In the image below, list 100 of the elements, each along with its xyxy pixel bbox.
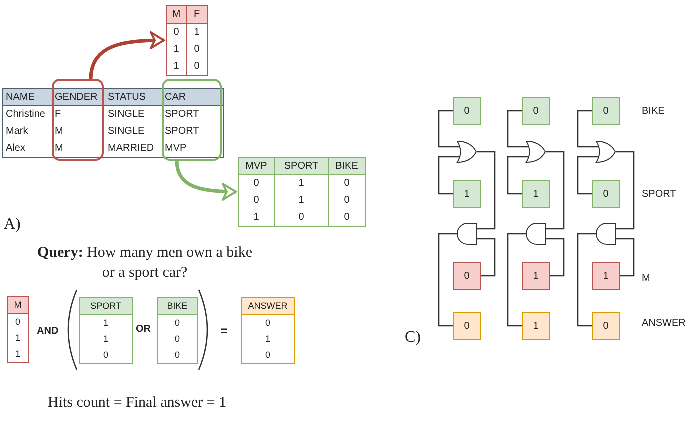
wire xyxy=(507,110,529,148)
row-label: BIKE xyxy=(642,106,665,117)
value-box: 0 xyxy=(453,262,481,290)
table-cell: 1 xyxy=(167,41,187,58)
value-box: 0 xyxy=(453,97,481,125)
table-cell-text: 1 xyxy=(14,348,22,361)
wire xyxy=(577,110,599,148)
value-box: 0 xyxy=(592,97,620,125)
table-cell-text: 0 xyxy=(174,333,181,346)
data-table xyxy=(241,297,295,364)
data-table xyxy=(79,297,133,364)
and-gate-symbol xyxy=(457,223,477,245)
header-cell: BIKE xyxy=(329,158,365,175)
table-cell-text: 1 xyxy=(102,333,110,346)
header-cell: M xyxy=(8,297,28,314)
and-gate-symbol xyxy=(526,223,546,245)
wire xyxy=(477,151,496,230)
table-cell: 1 xyxy=(275,192,329,209)
wire xyxy=(616,238,635,277)
query-text: Query: How many men own a bike or a sport car? xyxy=(36,244,254,282)
column-cell-text: M xyxy=(54,124,64,138)
header-cell: SPORT xyxy=(80,298,132,315)
data-table xyxy=(157,297,198,364)
wire xyxy=(507,233,526,327)
table-cell-text: 0 xyxy=(264,349,272,362)
value-box: 1 xyxy=(453,180,481,208)
wire xyxy=(507,156,529,195)
or-gate-symbol xyxy=(596,141,616,163)
table-cell: 0 xyxy=(239,175,275,192)
table-cell-text: 1 xyxy=(264,333,272,346)
table-cell-text: SINGLE xyxy=(107,125,146,139)
wire xyxy=(438,233,457,327)
table-cell: 1 xyxy=(275,175,329,192)
operator-label: = xyxy=(221,324,228,338)
header-cell: M xyxy=(167,6,187,24)
row-label: SPORT xyxy=(642,189,676,200)
table-cell-text: 0 xyxy=(14,316,22,329)
value-box: 0 xyxy=(522,97,550,125)
table-cell-text: Mark xyxy=(5,125,30,139)
column-cell-text: M xyxy=(54,142,64,156)
wire xyxy=(477,238,496,277)
table-cell-text: MARRIED xyxy=(107,142,156,156)
table-cell-text: 0 xyxy=(193,43,201,57)
table-cell-text: 0 xyxy=(174,349,181,362)
panel-label: A) xyxy=(4,216,21,234)
column-cell-text: F xyxy=(54,108,62,122)
wire xyxy=(438,110,460,148)
value-box: 0 xyxy=(453,312,481,340)
value-box: 1 xyxy=(592,262,620,290)
header-cell-text: NAME xyxy=(5,91,36,105)
row-label: M xyxy=(642,273,650,284)
header-cell: SPORT xyxy=(275,158,329,175)
table-cell-text: 1 xyxy=(14,332,22,345)
or-gate-symbol xyxy=(457,141,477,163)
operator-label: OR xyxy=(136,324,151,335)
table-cell-text: 0 xyxy=(264,317,272,330)
and-gate-symbol xyxy=(596,223,616,245)
table-cell: 0 xyxy=(167,24,187,41)
table-cell-text: Alex xyxy=(5,142,26,156)
value-box: 0 xyxy=(592,180,620,208)
highlight-frame xyxy=(52,79,104,161)
table-cell-text: SINGLE xyxy=(107,108,146,122)
header-cell: MVP xyxy=(239,158,275,175)
table-cell: 1 xyxy=(167,58,187,75)
table-cell-text: 0 xyxy=(343,177,351,191)
value-box: 1 xyxy=(522,262,550,290)
column-cell-text: CAR xyxy=(164,90,188,104)
column-cell-text: GENDER xyxy=(54,90,99,104)
row-label: ANSWER xyxy=(642,318,686,329)
header-cell-text: STATUS xyxy=(107,91,147,105)
table-cell: 1 xyxy=(239,209,275,226)
table-cell-text: 0 xyxy=(193,60,201,74)
wire xyxy=(438,156,460,195)
table-cell: 0 xyxy=(239,192,275,209)
data-table xyxy=(7,296,29,363)
wire xyxy=(577,156,599,195)
data-table xyxy=(238,157,366,227)
data-table xyxy=(166,5,208,76)
table-cell-text: 0 xyxy=(174,317,181,330)
table-cell-text: 0 xyxy=(102,349,110,362)
table-cell-text: 1 xyxy=(102,317,110,330)
result-text: Hits count = Final answer = 1 xyxy=(48,395,227,412)
table-cell-text: Christine xyxy=(5,108,46,122)
table-cell: 0 xyxy=(275,209,329,226)
table-cell-text: 1 xyxy=(193,26,201,40)
wire xyxy=(577,233,596,327)
value-box: 1 xyxy=(522,180,550,208)
panel-label: C) xyxy=(405,329,421,347)
value-box: 0 xyxy=(592,312,620,340)
table-cell-text: 0 xyxy=(343,194,351,208)
header-cell: F xyxy=(187,6,207,24)
value-box: 1 xyxy=(522,312,550,340)
operator-label: AND xyxy=(37,326,59,337)
highlight-frame xyxy=(162,79,222,161)
column-cell-text: SPORT xyxy=(164,108,200,122)
curved-arrow xyxy=(89,32,165,80)
column-cell-text: SPORT xyxy=(164,124,200,138)
header-cell: BIKE xyxy=(158,298,197,315)
or-gate-symbol xyxy=(526,141,546,163)
header-cell: ANSWER xyxy=(242,298,294,315)
